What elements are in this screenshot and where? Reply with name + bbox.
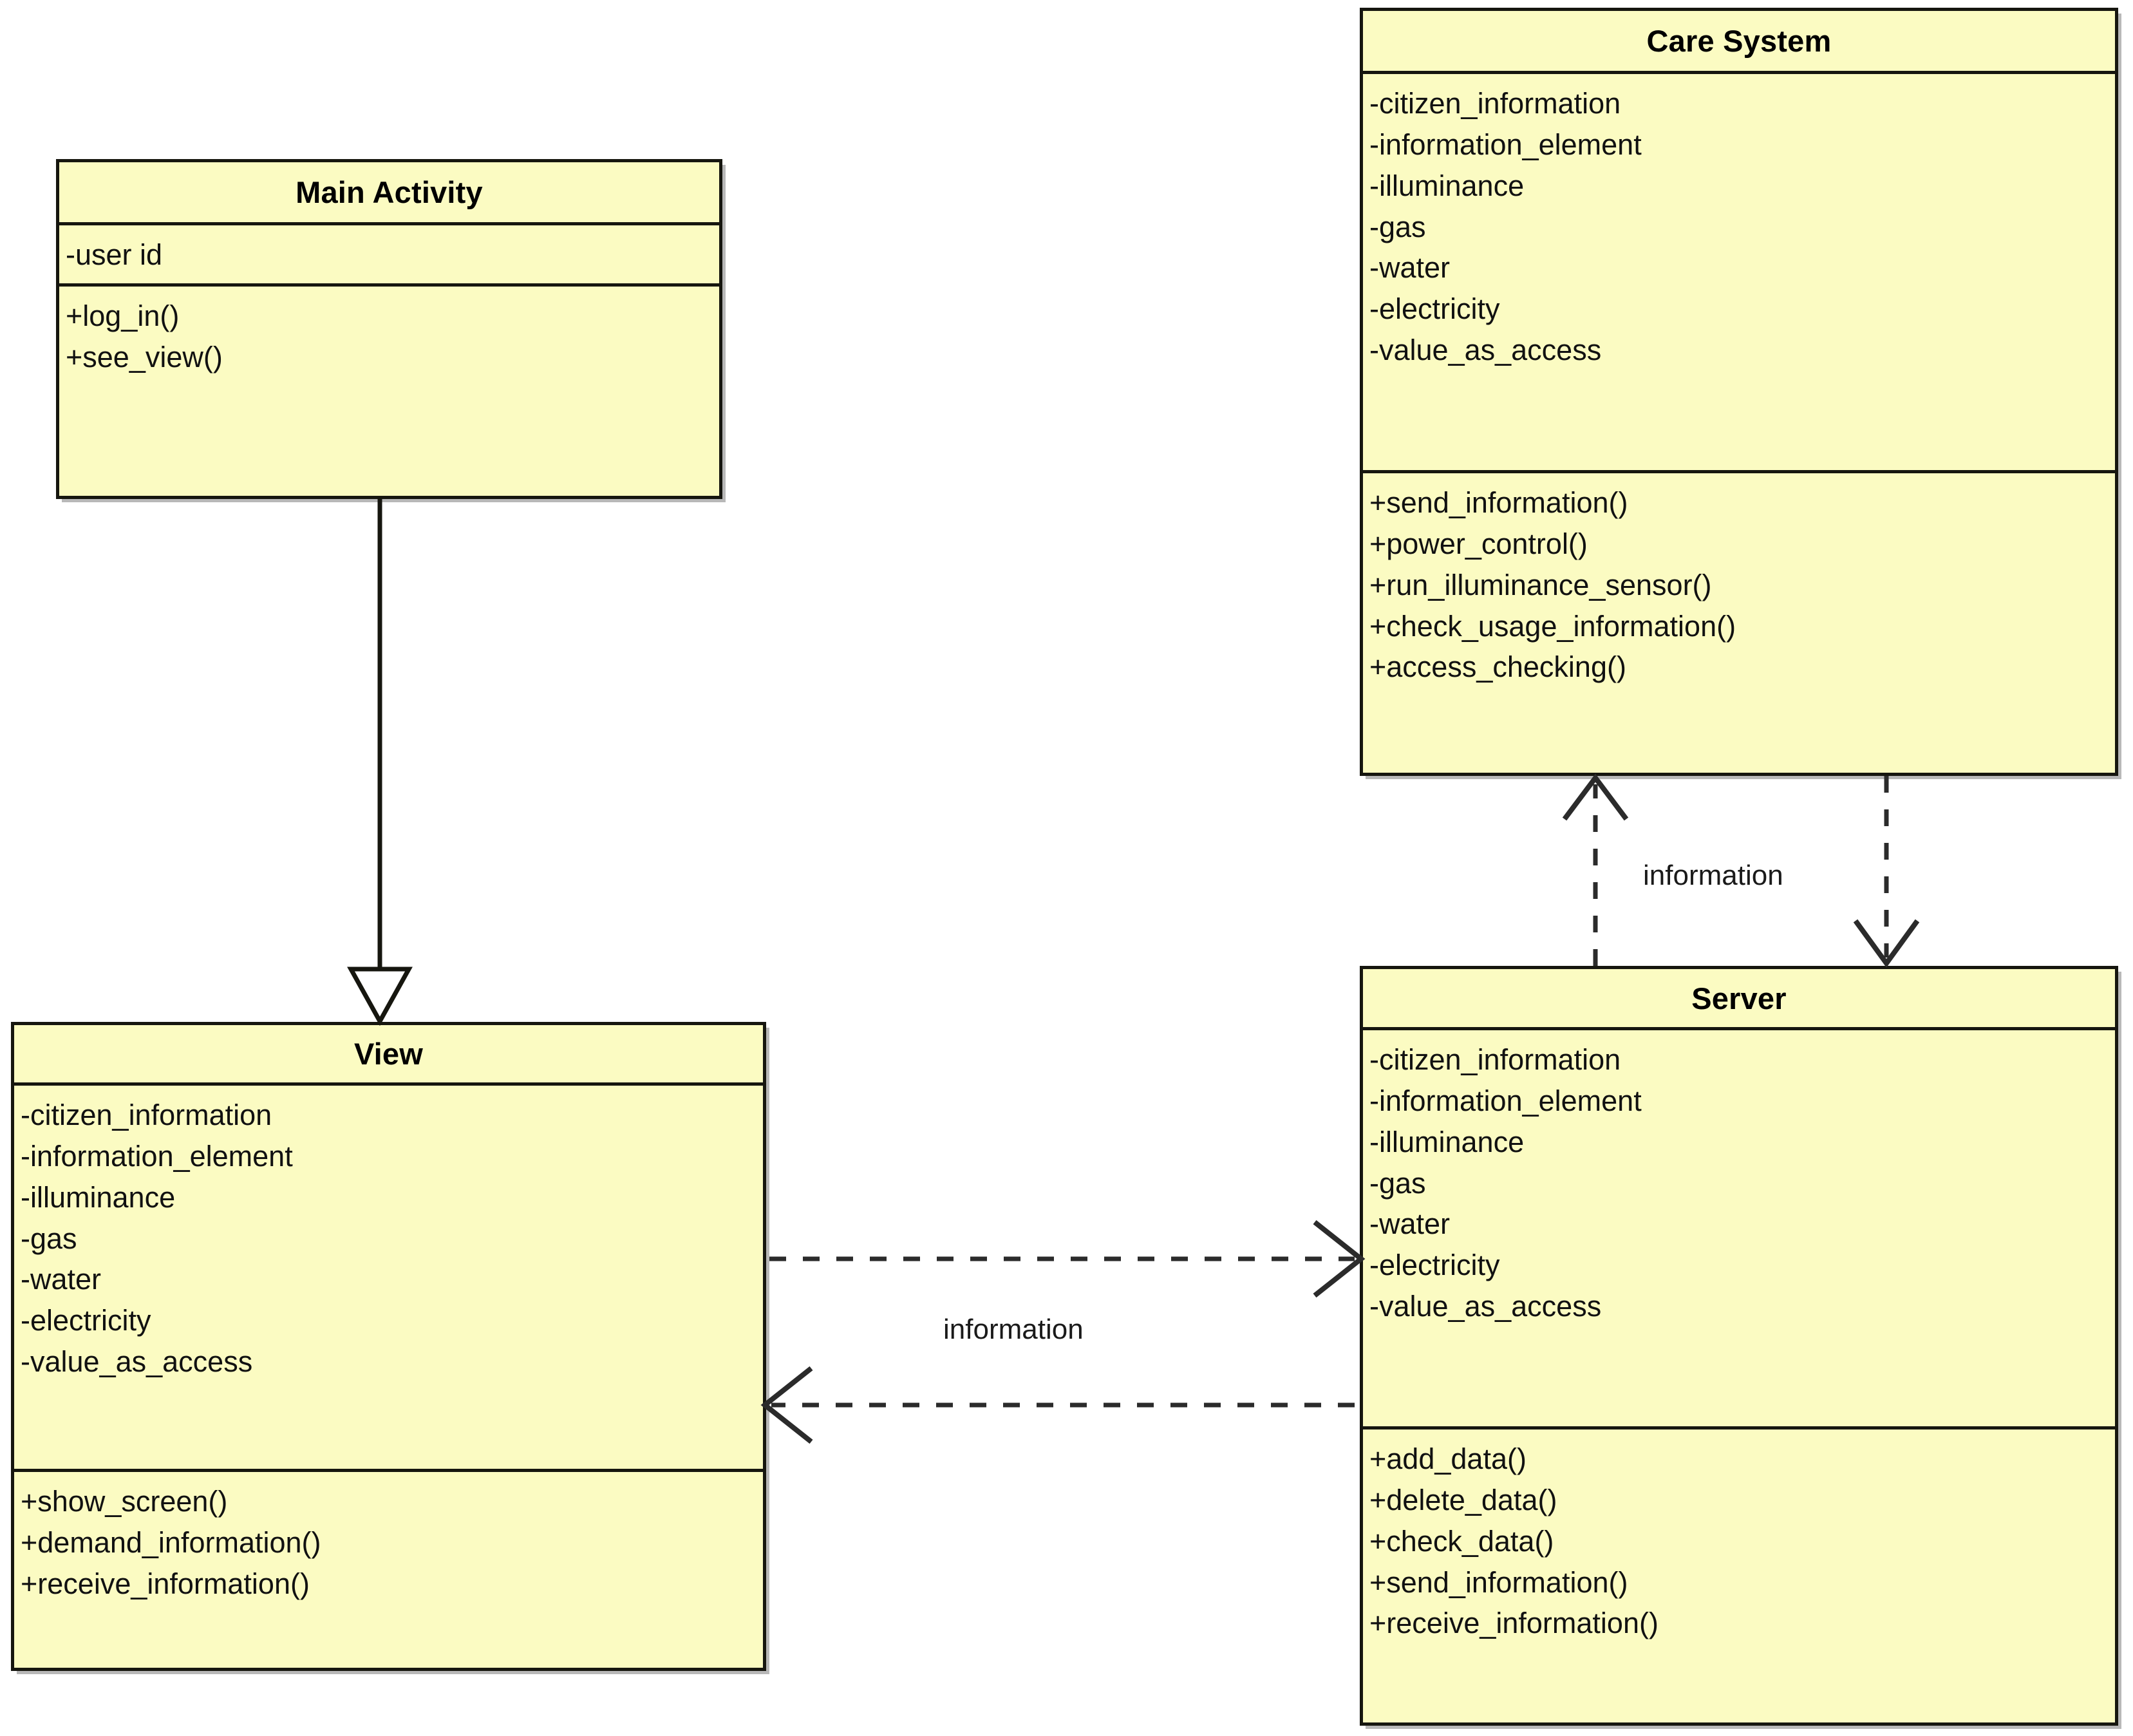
- dependency-server-to-view: [760, 1366, 1355, 1444]
- class-methods-care-system: +send_information() +power_control() +ru…: [1363, 473, 2115, 773]
- class-box-view[interactable]: View -citizen_information -information_e…: [11, 1022, 766, 1671]
- method-row: +receive_information(): [21, 1567, 310, 1600]
- attribute-row: -information_element: [1369, 1084, 1642, 1117]
- attribute-row: -water: [1369, 1207, 1451, 1241]
- class-title-main-activity: Main Activity: [59, 162, 719, 225]
- attribute-row: -value_as_access: [1369, 334, 1602, 367]
- method-row: +add_data(): [1369, 1442, 1527, 1475]
- attribute-row: -illuminance: [21, 1180, 176, 1214]
- class-attributes-server: -citizen_information -information_elemen…: [1363, 1030, 2115, 1429]
- attribute-row: -citizen_information: [1369, 87, 1621, 120]
- attribute-row: -citizen_information: [21, 1099, 272, 1131]
- method-row: +send_information(): [1369, 486, 1628, 519]
- generalization-main-activity-to-view: [347, 499, 413, 1026]
- attribute-row: -electricity: [1369, 292, 1500, 326]
- attribute-row: -electricity: [1369, 1249, 1500, 1282]
- method-row: +access_checking(): [1369, 650, 1626, 684]
- class-attributes-main-activity: -user id: [59, 225, 719, 287]
- attribute-row: -water: [1369, 251, 1451, 285]
- attribute-row: -citizen_information: [1369, 1043, 1621, 1076]
- edge-label-view-server: information: [943, 1314, 1084, 1345]
- class-box-care-system[interactable]: Care System -citizen_information -inform…: [1360, 8, 2118, 776]
- class-box-server[interactable]: Server -citizen_information -information…: [1360, 966, 2118, 1726]
- attribute-row: -information_element: [1369, 127, 1642, 161]
- method-row: +check_data(): [1369, 1524, 1554, 1558]
- attribute-row: -gas: [1369, 210, 1426, 243]
- class-title-view: View: [14, 1025, 763, 1086]
- edge-label-care-system-server: information: [1643, 860, 1783, 891]
- attribute-row: -illuminance: [1369, 169, 1525, 202]
- class-methods-main-activity: +log_in() +see_view(): [59, 287, 719, 496]
- attribute-row: -water: [21, 1263, 102, 1296]
- attribute-row: -value_as_access: [21, 1345, 253, 1379]
- dependency-care-system-to-server: [1853, 776, 1920, 968]
- method-row: +show_screen(): [21, 1485, 228, 1518]
- class-title-server: Server: [1363, 969, 2115, 1030]
- method-row: +send_information(): [1369, 1565, 1628, 1599]
- method-row: +delete_data(): [1369, 1483, 1557, 1516]
- class-box-main-activity[interactable]: Main Activity -user id +log_in() +see_vi…: [56, 159, 722, 499]
- method-row: +power_control(): [1369, 527, 1588, 560]
- attribute-row: -user id: [66, 238, 163, 271]
- dependency-view-to-server: [769, 1220, 1366, 1298]
- attribute-row: -gas: [1369, 1166, 1426, 1200]
- class-attributes-view: -citizen_information -information_elemen…: [14, 1086, 763, 1472]
- method-row: +check_usage_information(): [1369, 609, 1736, 643]
- class-methods-view: +show_screen() +demand_information() +re…: [14, 1472, 763, 1668]
- attribute-row: -value_as_access: [1369, 1290, 1602, 1323]
- method-row: +log_in(): [66, 299, 180, 332]
- method-row: +receive_information(): [1369, 1607, 1658, 1640]
- method-row: +see_view(): [66, 340, 223, 373]
- attribute-row: -electricity: [21, 1304, 151, 1337]
- attribute-row: -information_element: [21, 1139, 293, 1173]
- method-row: +demand_information(): [21, 1525, 321, 1559]
- class-methods-server: +add_data() +delete_data() +check_data()…: [1363, 1429, 2115, 1722]
- attribute-row: -gas: [21, 1222, 77, 1255]
- class-title-care-system: Care System: [1363, 11, 2115, 74]
- attribute-row: -illuminance: [1369, 1125, 1525, 1158]
- class-attributes-care-system: -citizen_information -information_elemen…: [1363, 74, 2115, 473]
- method-row: +run_illuminance_sensor(): [1369, 568, 1712, 601]
- dependency-server-to-care-system: [1562, 773, 1629, 966]
